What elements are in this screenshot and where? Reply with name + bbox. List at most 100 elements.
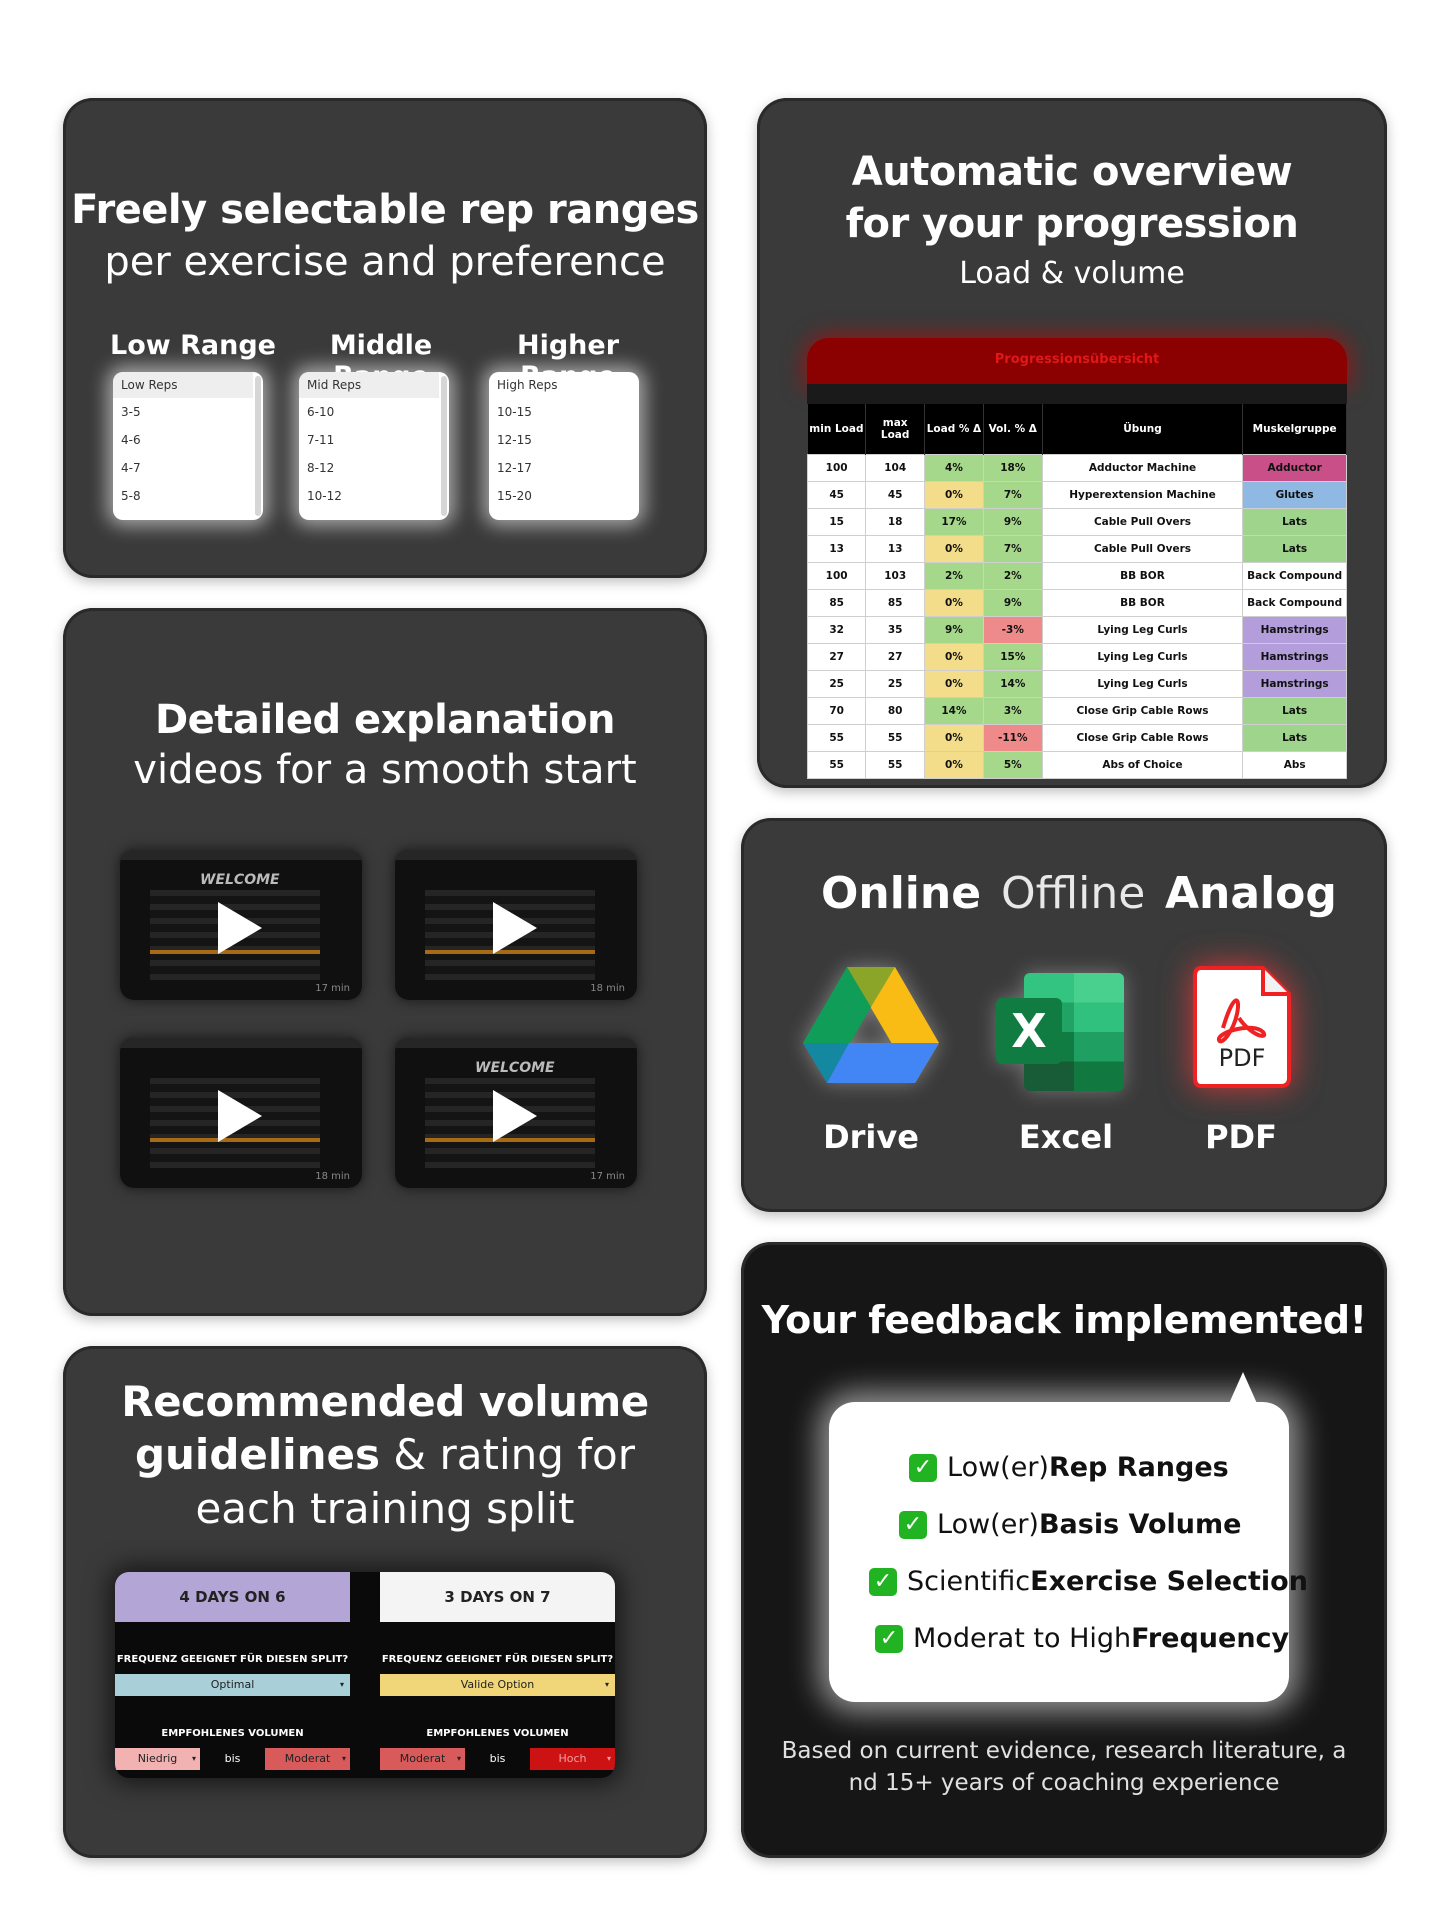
video-thumbnail[interactable]: WELCOME 17 min [120,850,362,1000]
volume-to-select[interactable]: Hoch ▾ [530,1748,615,1770]
video-thumbnail[interactable]: WELCOME 17 min [395,1038,637,1188]
cell-exercise: Lying Leg Curls [1041,643,1244,671]
cell-min-load: 32 [806,616,867,644]
scrollbar[interactable] [441,376,447,516]
feedback-item-pre: Low(er) [937,1509,1039,1540]
play-icon[interactable] [493,902,537,954]
feedback-item-bold: Exercise Selection [1030,1566,1308,1597]
scrollbar[interactable] [255,376,261,516]
cell-exercise: Adductor Machine [1041,454,1244,482]
cell-min-load: 45 [806,481,867,509]
dropdown-option[interactable]: 12-17 [497,461,532,475]
browser-bar [120,850,362,860]
videos-card: Detailed explanation videos for a smooth… [63,608,707,1316]
cell-exercise: Hyperextension Machine [1041,481,1244,509]
video-thumbnail[interactable]: 18 min [120,1038,362,1188]
cell-muscle-group: Back Compound [1242,589,1347,617]
dropdown-option[interactable]: 15-20 [497,489,532,503]
dropdown-option[interactable]: 4-7 [121,461,141,475]
cell-muscle-group: Abs [1242,751,1347,779]
rep-ranges-title: Freely selectable rep ranges [71,187,699,233]
frequency-select[interactable]: Optimal ▾ [115,1674,350,1696]
cell-load-delta: 0% [924,724,984,752]
feedback-item-pre: Moderat to High [913,1623,1132,1654]
cell-muscle-group: Lats [1242,508,1347,536]
dropdown-option[interactable]: 4-6 [121,433,141,447]
volume-to-select[interactable]: Moderat ▾ [265,1748,350,1770]
checkmark-icon: ✓ [909,1453,937,1482]
cell-max-load: 104 [865,454,926,482]
dropdown-option[interactable]: 6-10 [307,405,335,419]
excel-label: Excel [1018,1118,1114,1156]
frequency-select[interactable]: Valide Option ▾ [380,1674,615,1696]
chevron-down-icon: ▾ [604,1680,609,1689]
cell-exercise: BB BOR [1041,562,1244,590]
pdf-glyph: PDF [1218,1044,1266,1072]
volume-title-bold: guidelines [134,1430,381,1479]
dropdown-option[interactable]: 10-12 [307,489,342,503]
browser-bar [395,1038,637,1048]
play-icon[interactable] [218,902,262,954]
dropdown-title: Mid Reps [299,372,439,398]
dropdown-option[interactable]: 3-5 [121,405,141,419]
progression-title-line2: for your progression [845,201,1299,247]
play-icon[interactable] [493,1090,537,1142]
cell-muscle-group: Hamstrings [1242,643,1347,671]
cell-exercise: BB BOR [1041,589,1244,617]
split-panel: 4 DAYS ON 6 FREQUENZ GEEIGNET FÜR DIESEN… [115,1572,615,1778]
cell-vol-delta: -11% [982,724,1043,752]
pdf-page-shape [1193,966,1291,1088]
col-min-load: min Load [807,404,867,455]
browser-bar [120,1038,362,1048]
cell-vol-delta: 9% [982,508,1043,536]
dropdown-option[interactable]: 5-8 [121,489,141,503]
cell-max-load: 55 [865,751,926,779]
volume-label: EMPFOHLENES VOLUMEN [426,1728,569,1739]
volume-to-value: Hoch [558,1752,587,1765]
cell-min-load: 27 [806,643,867,671]
dropdown-option[interactable]: 8-12 [307,461,335,475]
col-muscle-group: Muskelgruppe [1242,404,1347,455]
cell-max-load: 35 [865,616,926,644]
col-max-load: max Load [865,404,926,455]
cell-load-delta: 4% [924,454,984,482]
frequency-value: Valide Option [460,1678,535,1691]
cell-min-load: 13 [806,535,867,563]
format-online-label: Online [821,868,982,919]
feedback-footer-line1: Based on current evidence, research lite… [781,1738,1347,1764]
dropdown-option[interactable]: 7-11 [307,433,335,447]
low-reps-dropdown[interactable]: Low Reps 3-5 4-6 4-7 5-8 [113,372,263,520]
volume-from-select[interactable]: Niedrig ▾ [115,1748,200,1770]
dropdown-title: Low Reps [113,372,253,398]
split-header: 4 DAYS ON 6 [115,1572,350,1622]
progression-card: Automatic overview for your progression … [757,98,1387,788]
progression-subtitle: Load & volume [959,256,1185,291]
volume-title-line2: guidelines & rating for [63,1430,707,1479]
cell-exercise: Close Grip Cable Rows [1041,697,1244,725]
high-reps-dropdown[interactable]: High Reps 10-15 12-15 12-17 15-20 [489,372,639,520]
video-thumbnail[interactable]: 18 min [395,850,637,1000]
dropdown-option[interactable]: 12-15 [497,433,532,447]
cell-min-load: 85 [806,589,867,617]
dropdown-option[interactable]: 10-15 [497,405,532,419]
play-icon[interactable] [218,1090,262,1142]
cell-vol-delta: 7% [982,535,1043,563]
cell-min-load: 25 [806,670,867,698]
formats-card: Online Offline Analog X PDF Drive Excel … [741,818,1387,1212]
cell-max-load: 85 [865,589,926,617]
cell-vol-delta: -3% [982,616,1043,644]
cell-load-delta: 0% [924,589,984,617]
checkmark-icon: ✓ [869,1567,897,1596]
frequency-value: Optimal [210,1678,255,1691]
mid-reps-dropdown[interactable]: Mid Reps 6-10 7-11 8-12 10-12 [299,372,449,520]
volume-from-select[interactable]: Moderat ▾ [380,1748,465,1770]
progression-table: min Load max Load Load % Δ Vol. % Δ Übun… [806,404,1347,779]
